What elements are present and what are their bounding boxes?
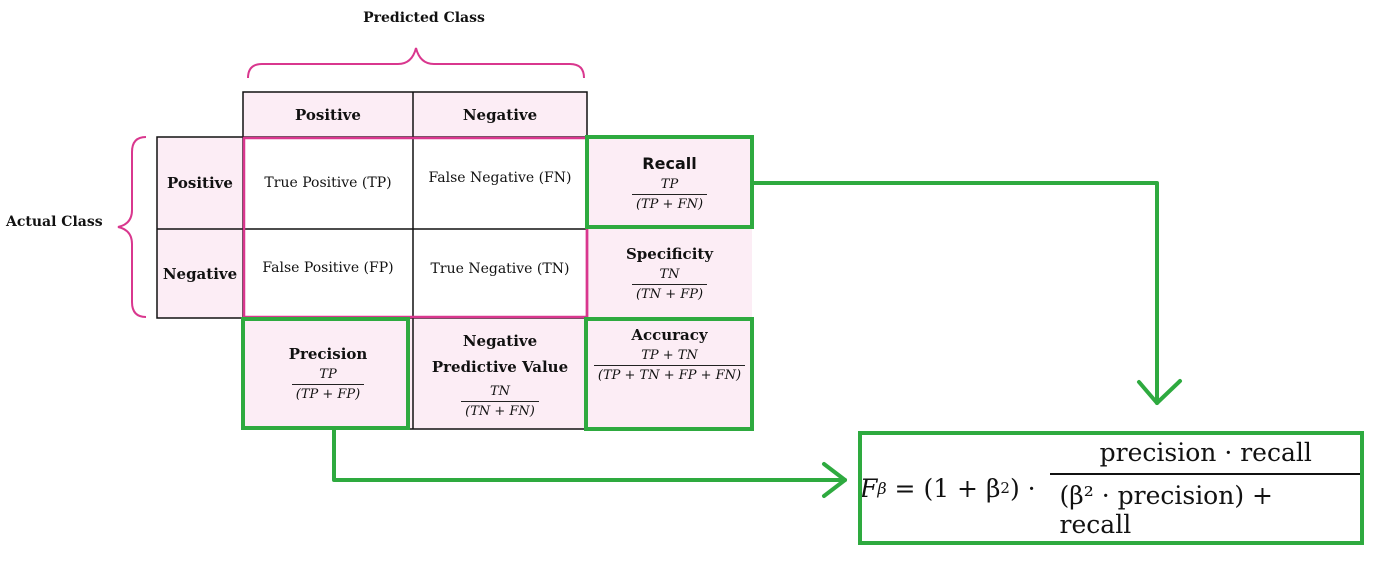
precision-numerator: TP xyxy=(319,367,337,382)
recall-cell: Recall TP (TP + FN) xyxy=(587,137,752,229)
npv-denominator: (TN + FN) xyxy=(461,401,539,419)
specificity-fraction: TN (TN + FP) xyxy=(631,267,708,302)
npv-numerator: TN xyxy=(489,384,511,399)
accuracy-highlight xyxy=(584,317,754,431)
actual-class-label: Actual Class xyxy=(6,214,103,230)
cell-true-negative: True Negative (TN) xyxy=(413,229,587,309)
specificity-cell: Specificity TN (TN + FP) xyxy=(587,229,752,318)
cell-false-negative: False Negative (FN) xyxy=(413,137,587,219)
predicted-class-brace xyxy=(247,47,585,79)
formula-suffix: ) · xyxy=(1009,473,1044,503)
recall-denominator: (TP + FN) xyxy=(631,194,708,212)
cell-true-positive: True Positive (TP) xyxy=(243,137,413,229)
cell-false-positive: False Positive (FP) xyxy=(243,229,413,307)
recall-fraction: TP (TP + FN) xyxy=(631,177,708,212)
formula-exponent: 2 xyxy=(1000,479,1010,497)
formula-fraction: precision · recall (β² · precision) + re… xyxy=(1049,437,1362,539)
npv-cell: Negative Predictive Value TN (TN + FN) xyxy=(413,318,587,429)
precision-denominator: (TP + FP) xyxy=(291,384,365,402)
grid-lines xyxy=(156,91,752,430)
accuracy-fraction: TP + TN (TP + TN + FP + FN) xyxy=(593,348,746,383)
column-header-negative: Negative xyxy=(413,92,587,137)
cell-true-negative-label: True Negative (TN) xyxy=(430,261,570,277)
cell-false-negative-label: False Negative (FN) xyxy=(428,170,572,186)
recall-arrow-head xyxy=(1137,379,1182,405)
row-header-negative: Negative xyxy=(157,229,243,318)
formula-lhs: F xyxy=(860,473,878,503)
cell-false-positive-label: False Positive (FP) xyxy=(262,260,394,276)
precision-fraction: TP (TP + FP) xyxy=(291,367,365,402)
specificity-denominator: (TN + FP) xyxy=(631,284,708,302)
row-header-negative-label: Negative xyxy=(162,264,238,283)
accuracy-cell: Accuracy TP + TN (TP + TN + FP + FN) xyxy=(587,318,752,429)
recall-title: Recall xyxy=(642,154,697,173)
confusion-matrix-border xyxy=(242,136,589,319)
accuracy-numerator: TP + TN xyxy=(641,348,698,363)
cell-true-positive-label: True Positive (TP) xyxy=(264,175,392,191)
column-header-negative-label: Negative xyxy=(462,105,538,124)
specificity-title: Specificity xyxy=(625,245,714,263)
precision-highlight xyxy=(241,317,410,430)
column-header-positive-label: Positive xyxy=(295,105,361,124)
accuracy-title: Accuracy xyxy=(631,326,708,344)
column-header-positive: Positive xyxy=(243,92,413,137)
formula-subscript: β xyxy=(877,478,887,498)
recall-numerator: TP xyxy=(660,177,679,192)
accuracy-denominator: (TP + TN + FP + FN) xyxy=(593,365,746,383)
formula-prefix: = (1 + β xyxy=(886,473,1001,503)
npv-title: Negative Predictive Value xyxy=(431,332,569,376)
precision-arrow xyxy=(332,427,847,482)
specificity-numerator: TN xyxy=(659,267,680,282)
precision-title: Precision xyxy=(288,345,368,363)
formula-numerator: precision · recall xyxy=(1099,437,1312,467)
actual-class-brace xyxy=(117,136,147,318)
formula-border xyxy=(858,431,1364,545)
recall-highlight xyxy=(585,135,754,229)
predicted-class-label: Predicted Class xyxy=(363,10,485,26)
row-header-positive-label: Positive xyxy=(167,174,233,192)
recall-arrow xyxy=(750,181,1159,405)
row-header-positive: Positive xyxy=(157,137,243,229)
precision-arrow-head xyxy=(822,462,847,498)
npv-fraction: TN (TN + FN) xyxy=(461,384,539,419)
green-highlights xyxy=(241,135,1364,545)
formula-denominator: (β² · precision) + recall xyxy=(1049,472,1362,539)
precision-cell: Precision TP (TP + FP) xyxy=(243,318,413,429)
